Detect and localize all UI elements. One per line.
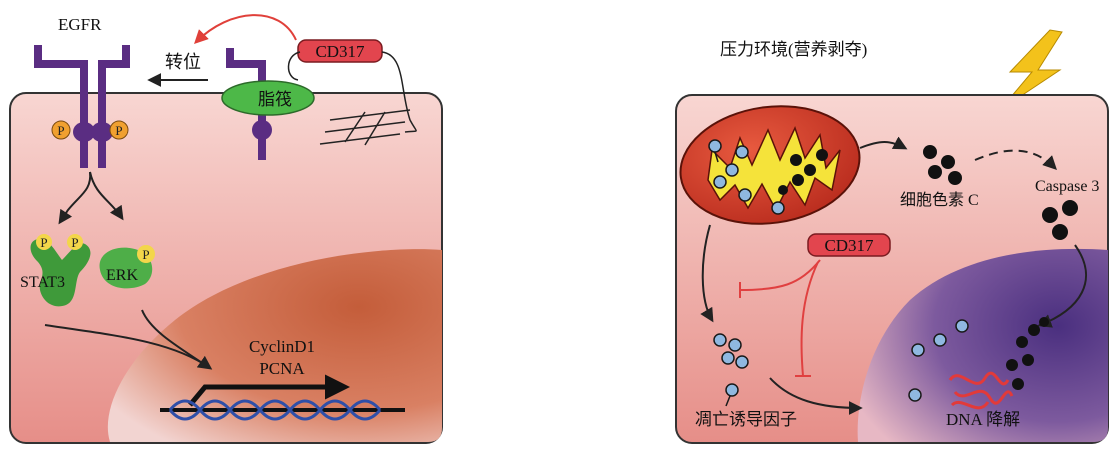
right-panel: 压力环境(营养剥夺) (673, 30, 1108, 443)
left-panel: P P EGFR 转位 脂筏 CD317 (10, 15, 442, 443)
stress-label: 压力环境(营养剥夺) (720, 40, 867, 59)
red-curve-arrow (196, 15, 296, 42)
svg-text:P: P (142, 247, 149, 262)
egfr-label: EGFR (58, 15, 102, 34)
dna-degradation-label: DNA 降解 (946, 410, 1020, 429)
svg-text:P: P (115, 123, 122, 138)
caspase-label: Caspase 3 (1035, 178, 1099, 195)
pcna-label: PCNA (259, 359, 305, 378)
svg-text:P: P (57, 123, 64, 138)
lipid-raft-label: 脂筏 (258, 90, 292, 109)
translocation-label: 转位 (165, 52, 201, 72)
cyclin-label: CyclinD1 (249, 337, 315, 356)
cd317-label-right: CD317 (824, 236, 874, 255)
erk-label: ERK (106, 267, 138, 284)
cytochrome-label: 细胞色素 C (900, 191, 979, 209)
svg-text:P: P (71, 235, 78, 250)
svg-text:P: P (40, 235, 47, 250)
stat3-label: STAT3 (20, 274, 65, 291)
aif-label: 凋亡诱导因子 (695, 410, 797, 429)
cd317-label-left: CD317 (315, 42, 365, 61)
